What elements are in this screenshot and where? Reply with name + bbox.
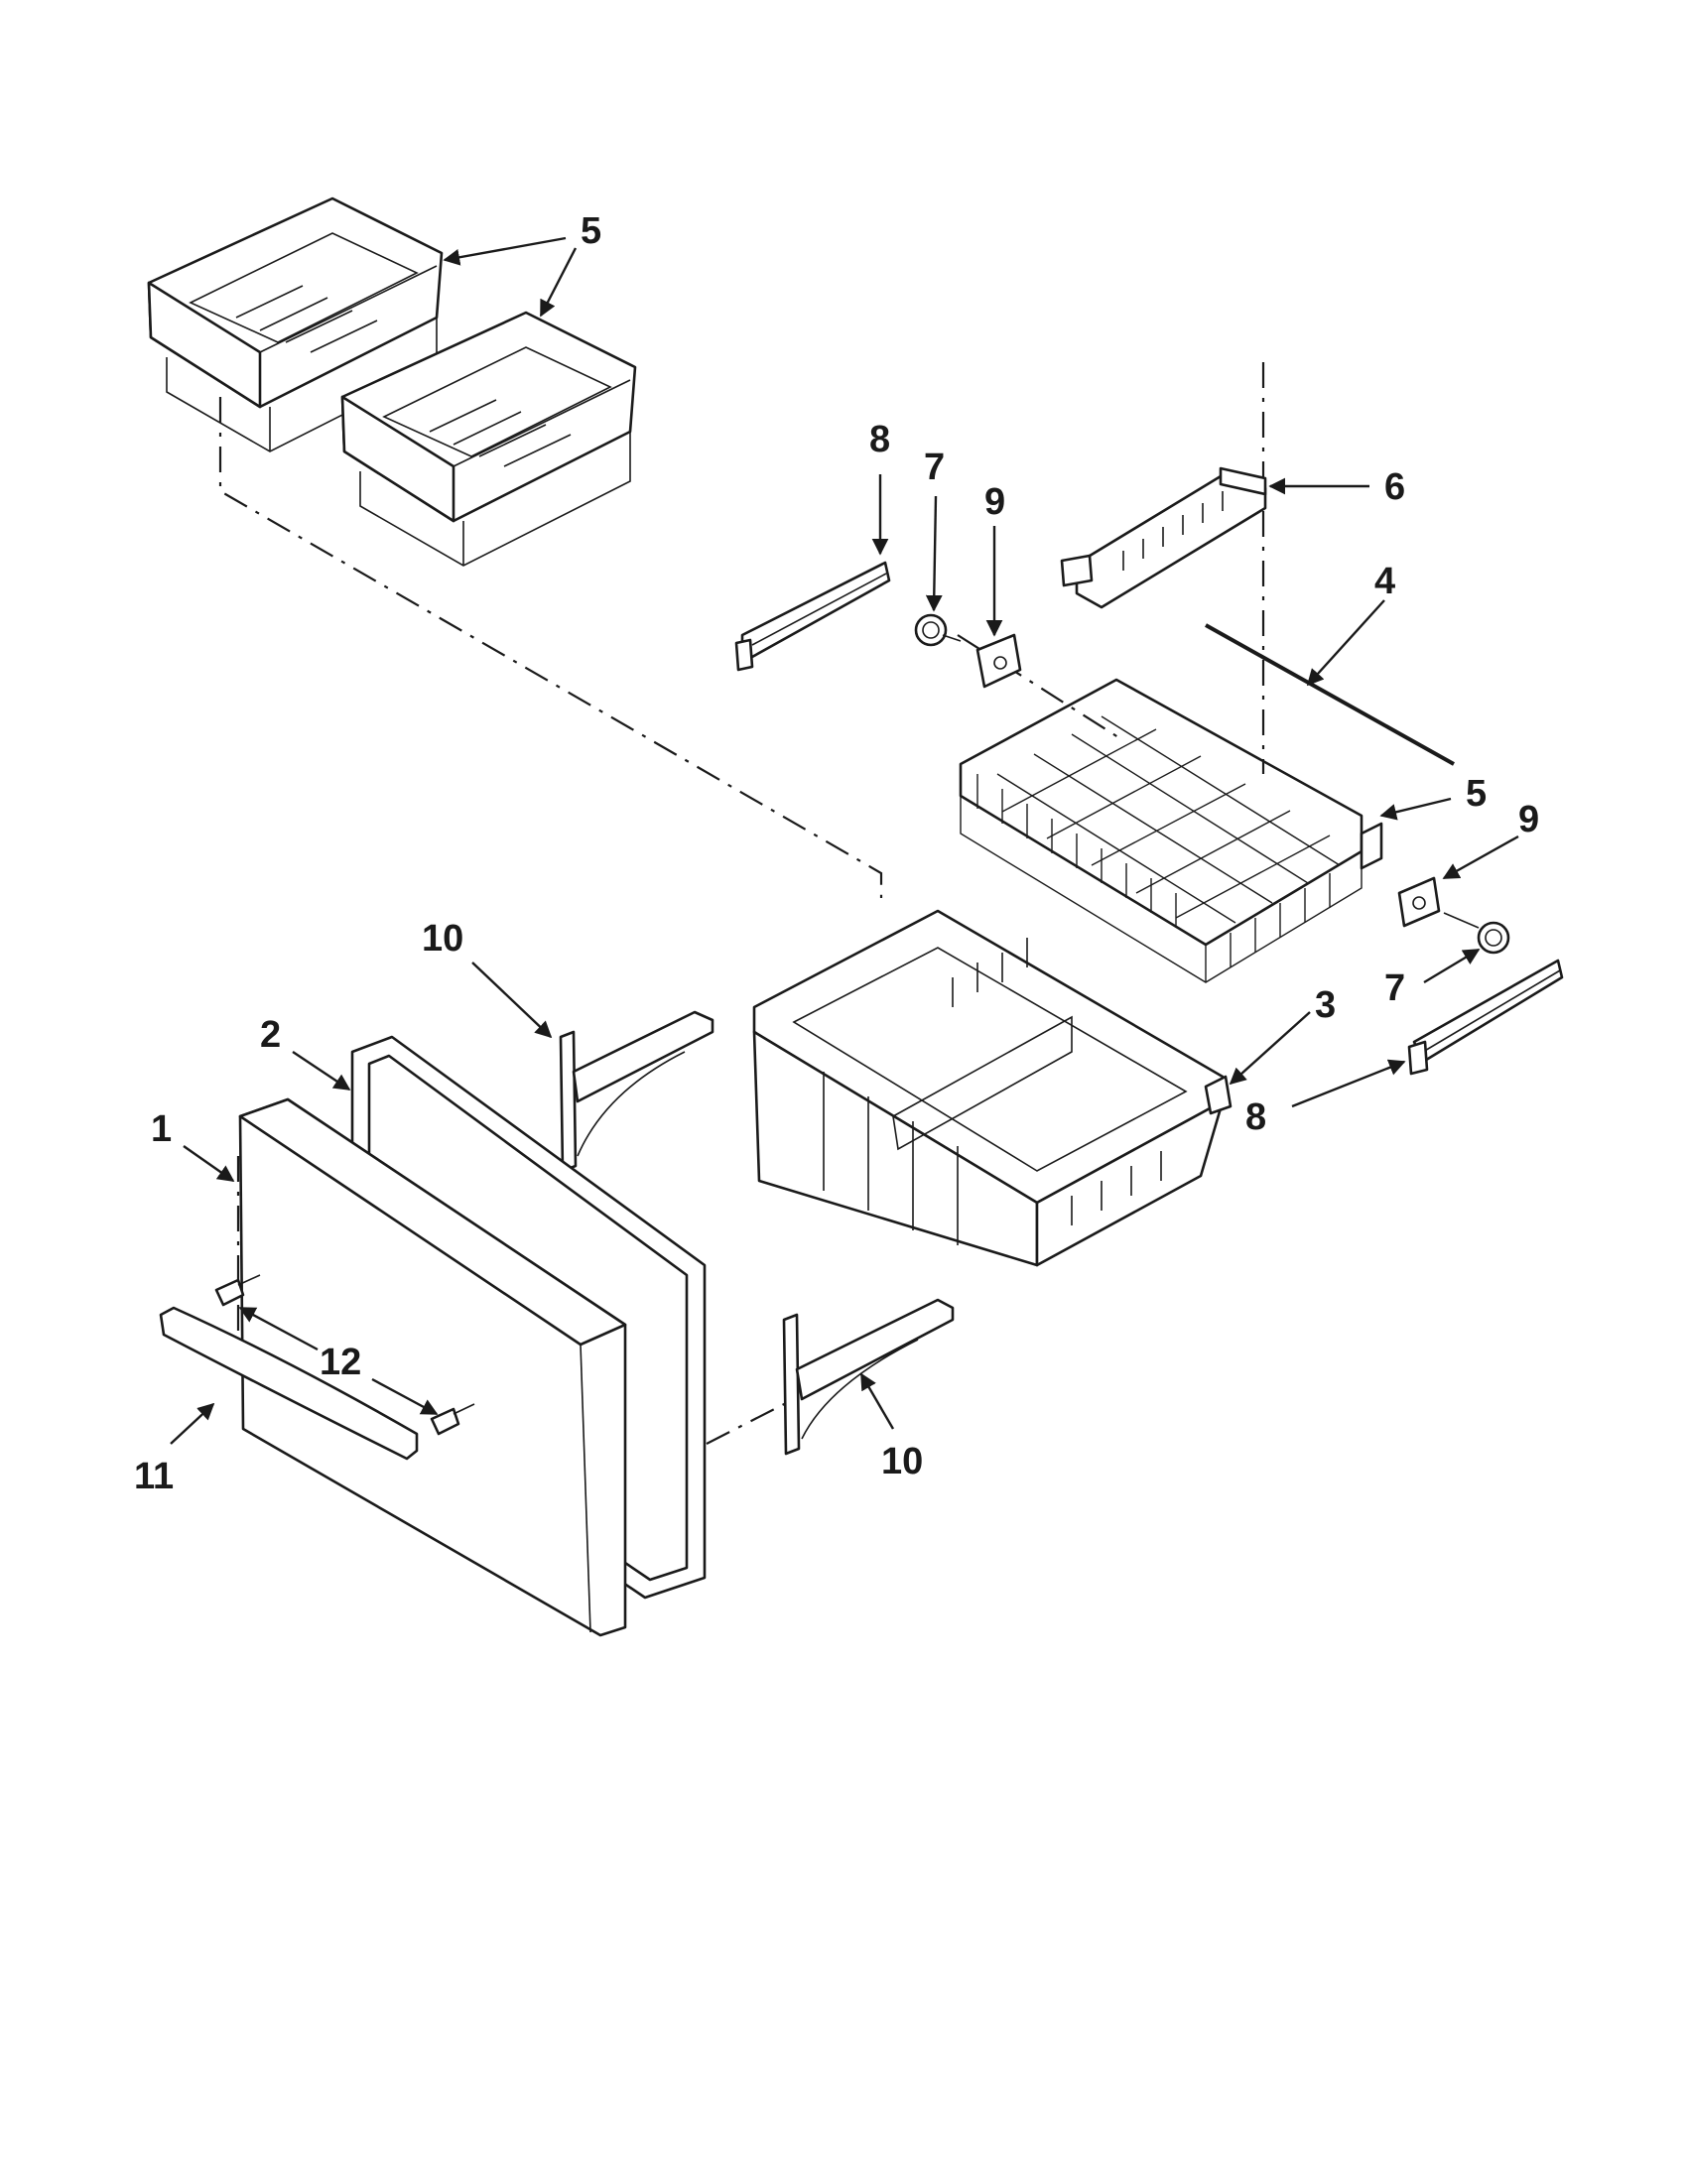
callout-8-upper: 8 xyxy=(869,419,890,460)
rod-4 xyxy=(1205,623,1455,766)
callout-1: 1 xyxy=(151,1108,172,1150)
support-bracket-10-upper xyxy=(559,1010,714,1173)
callout-8-lower: 8 xyxy=(1245,1096,1266,1138)
slide-rail-8-right xyxy=(1407,959,1564,1076)
slide-rail-8-left xyxy=(734,561,891,672)
drawer-bin-3 xyxy=(752,909,1233,1267)
storage-bin-5-rear xyxy=(147,196,444,452)
callout-5-bins: 5 xyxy=(581,210,601,252)
callout-9-lower: 9 xyxy=(1518,799,1539,840)
callout-7-lower: 7 xyxy=(1384,967,1405,1009)
roller-7-upper xyxy=(914,613,962,647)
callout-7-upper: 7 xyxy=(924,447,945,488)
callout-10-lower: 10 xyxy=(881,1441,923,1482)
wire-basket-5 xyxy=(959,678,1383,983)
callout-6: 6 xyxy=(1384,466,1405,508)
callout-5-basket: 5 xyxy=(1466,773,1487,815)
door-handle-11 xyxy=(159,1306,419,1461)
callout-11: 11 xyxy=(134,1456,174,1497)
door-panel-1 xyxy=(238,1097,627,1637)
bracket-9-upper xyxy=(975,633,1022,689)
screw-12-left xyxy=(214,1274,261,1307)
callout-12: 12 xyxy=(320,1342,361,1383)
roller-7-lower xyxy=(1443,912,1510,955)
screw-12-right xyxy=(430,1403,475,1436)
basket-divider-6 xyxy=(1060,466,1267,609)
support-bracket-10-lower xyxy=(782,1298,955,1456)
callout-10-upper: 10 xyxy=(422,918,463,960)
callout-3: 3 xyxy=(1315,984,1336,1026)
storage-bin-5-front xyxy=(340,311,637,567)
callouts: 5 8 7 9 6 4 5 9 10 3 2 7 xyxy=(134,210,1539,1497)
callout-4: 4 xyxy=(1374,561,1395,602)
callout-9-upper: 9 xyxy=(984,481,1005,523)
callout-2: 2 xyxy=(260,1014,281,1056)
bracket-9-lower xyxy=(1397,876,1441,928)
